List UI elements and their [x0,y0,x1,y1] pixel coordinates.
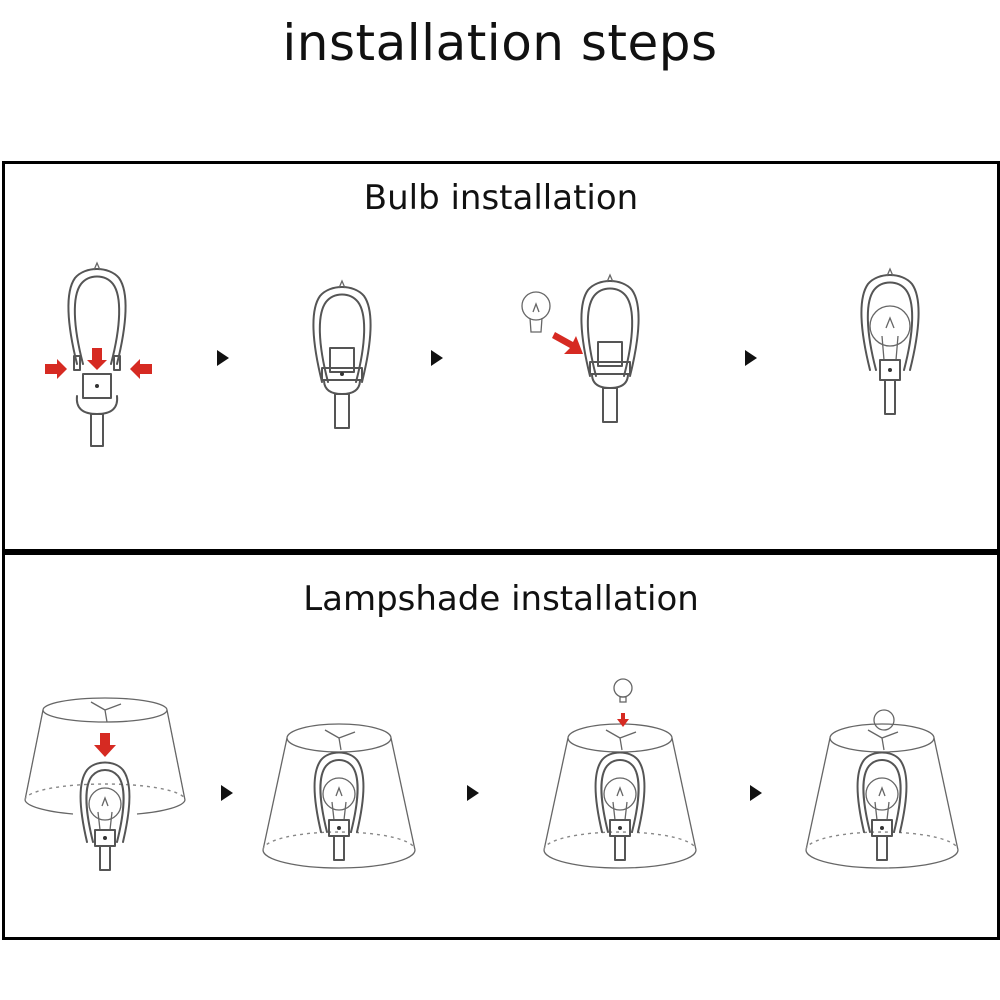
bulb-step-3-figure [580,274,640,423]
red-arrow-icon [552,332,583,354]
red-arrow-icon [617,713,629,727]
page-title: installation steps [282,14,718,72]
lampshade-installation-heading: Lampshade installation [303,579,699,619]
bulb-step-2-figure [312,280,372,429]
step-arrow-icon [750,785,762,801]
bulb-step-1-figure [67,262,127,447]
lampshade-step-4-figure [805,709,959,869]
finial-icon [613,678,633,703]
bulb-installation-panel: Bulb installation [2,161,1000,552]
lampshade-step-2-figure [262,723,416,869]
bulb-installation-heading: Bulb installation [363,178,639,218]
step-arrow-icon [217,350,229,366]
lampshade-installation-panel: Lampshade installation [2,552,1000,940]
step-arrow-icon [745,350,757,366]
bulb-step-4-figure [860,268,920,415]
red-arrow-icon [94,733,116,757]
lampshade-step-3-figure [543,723,697,869]
bulb-installation-steps [45,262,920,447]
step-arrow-icon [221,785,233,801]
lightbulb-icon [521,291,551,333]
step-arrow-icon [467,785,479,801]
step-arrow-icon [431,350,443,366]
lampshade-installation-steps [24,678,959,871]
lampshade-step-1-figure [24,697,186,871]
